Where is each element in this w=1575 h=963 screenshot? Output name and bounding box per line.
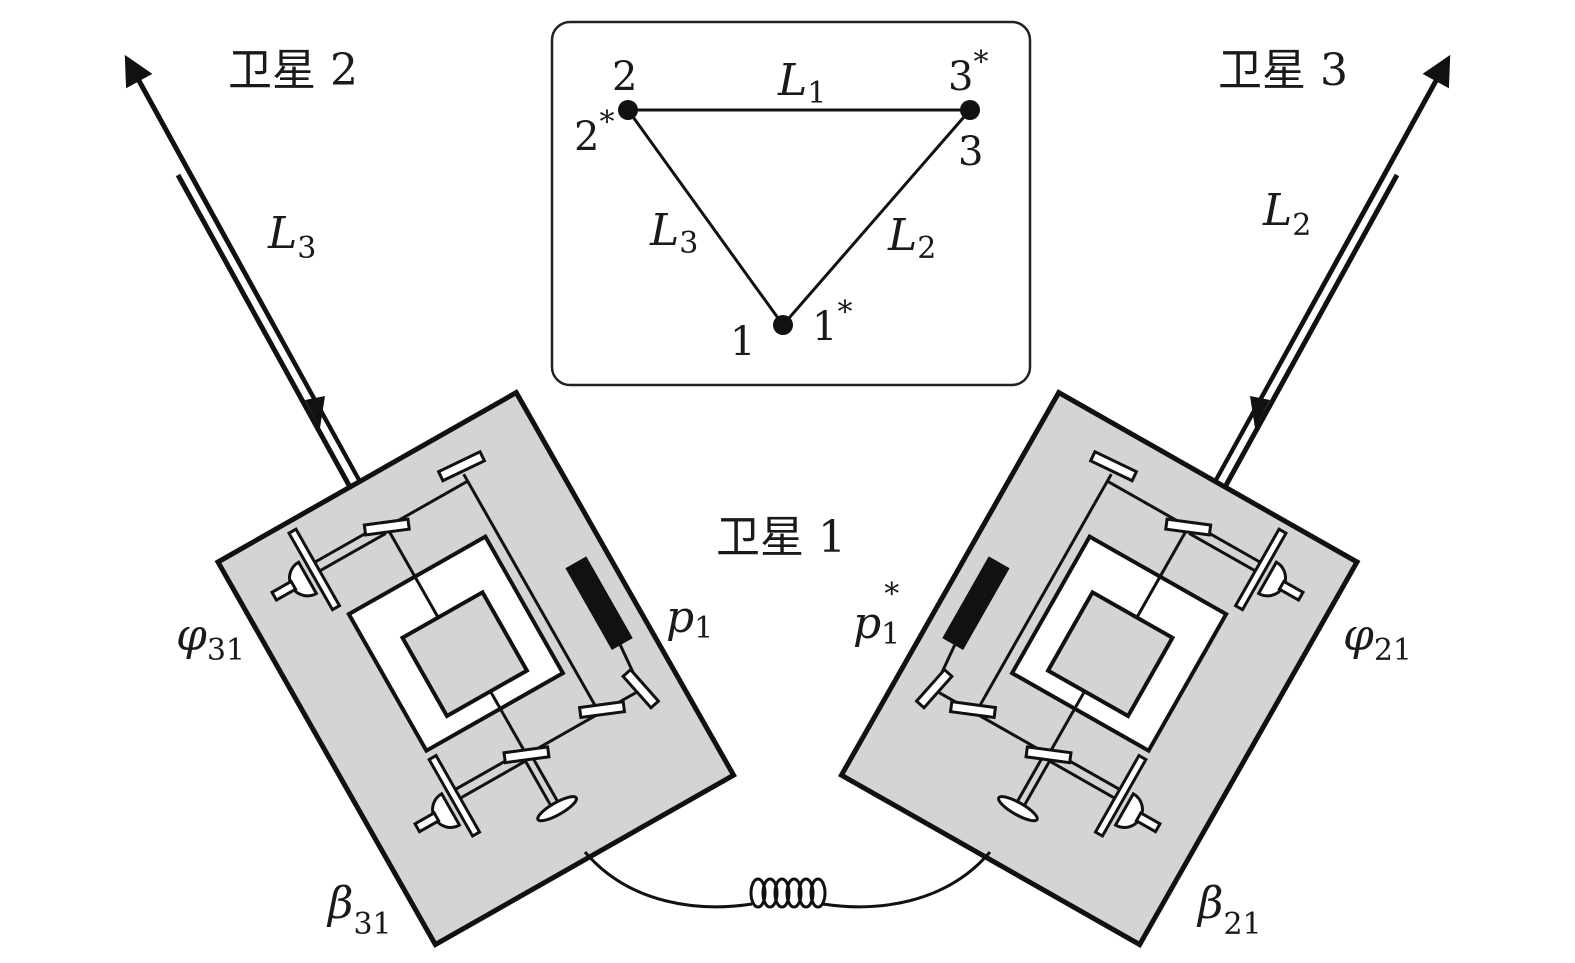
label-p1: p1 — [666, 592, 713, 646]
node-3 — [960, 100, 980, 120]
beam-splitter — [1024, 745, 1073, 765]
label-beta31: β31 — [326, 878, 392, 942]
coil-loop — [809, 877, 827, 909]
optical-bench-right — [838, 389, 1361, 948]
beam-splitter — [502, 745, 551, 765]
label-satellite-3: 卫星 3 — [1218, 45, 1348, 96]
triangle-arms — [625, 108, 974, 328]
coil-loop — [797, 877, 815, 909]
fiber-coupler-lens — [536, 795, 578, 823]
label-satellite-2: 卫星 2 — [228, 45, 358, 96]
beam-splitter — [1164, 517, 1213, 537]
mirror — [436, 449, 487, 483]
arrow-down-icon — [1250, 396, 1270, 428]
laser-p-box — [565, 556, 633, 650]
mirror — [1088, 449, 1139, 483]
fiber-coupler-lens — [997, 795, 1039, 823]
test-mass — [399, 589, 530, 719]
label-L2: L2 — [887, 210, 936, 266]
plate — [427, 753, 482, 839]
label-L3: L3 — [649, 205, 698, 261]
plate — [1093, 753, 1148, 839]
label-node-3: 3 — [958, 129, 983, 175]
mirror — [620, 667, 661, 710]
coil-loop — [785, 877, 803, 909]
optical-bench-left — [214, 389, 737, 948]
label-satellite-1: 卫星 1 — [716, 512, 846, 563]
plate — [286, 527, 342, 612]
label-node-1: 1 — [730, 319, 755, 365]
arrow-down-icon — [305, 396, 325, 428]
test-mass — [1045, 589, 1176, 719]
optical-fiber — [583, 851, 992, 909]
mirror — [914, 667, 955, 710]
coil-loop — [761, 877, 779, 909]
beam-to-satellite-2 — [124, 54, 388, 530]
label-arm-L2: L2 — [1262, 185, 1311, 243]
label-L1: L1 — [777, 55, 826, 111]
beam-splitter — [948, 700, 998, 720]
optical-bench-right-holder — [838, 389, 1361, 948]
label-beta21: β21 — [1196, 878, 1262, 942]
label-node-3star: 3* — [948, 45, 988, 100]
beam-splitter — [577, 700, 627, 720]
label-phi31: φ31 — [176, 610, 245, 668]
node-1 — [773, 315, 793, 335]
node-2 — [618, 100, 638, 120]
label-phi21: φ21 — [1343, 610, 1412, 668]
beam-to-satellite-3 — [1187, 54, 1451, 530]
inset-frame — [550, 20, 1032, 387]
label-node-2star: 2* — [574, 105, 614, 160]
plate — [1233, 527, 1289, 612]
label-arm-L3: L3 — [267, 208, 316, 266]
laser-p-box — [942, 556, 1010, 650]
constellation-inset: 2 2* 3* 3 1 1* L1 L2 L3 — [550, 20, 1032, 387]
coil-loop — [749, 877, 767, 909]
fiber-coil-icon — [749, 877, 827, 909]
label-p1-star: p1* — [853, 577, 900, 652]
coil-loop — [773, 877, 791, 909]
beam-splitter — [362, 517, 411, 537]
label-node-1star: 1* — [812, 295, 852, 350]
label-node-2: 2 — [612, 54, 637, 100]
